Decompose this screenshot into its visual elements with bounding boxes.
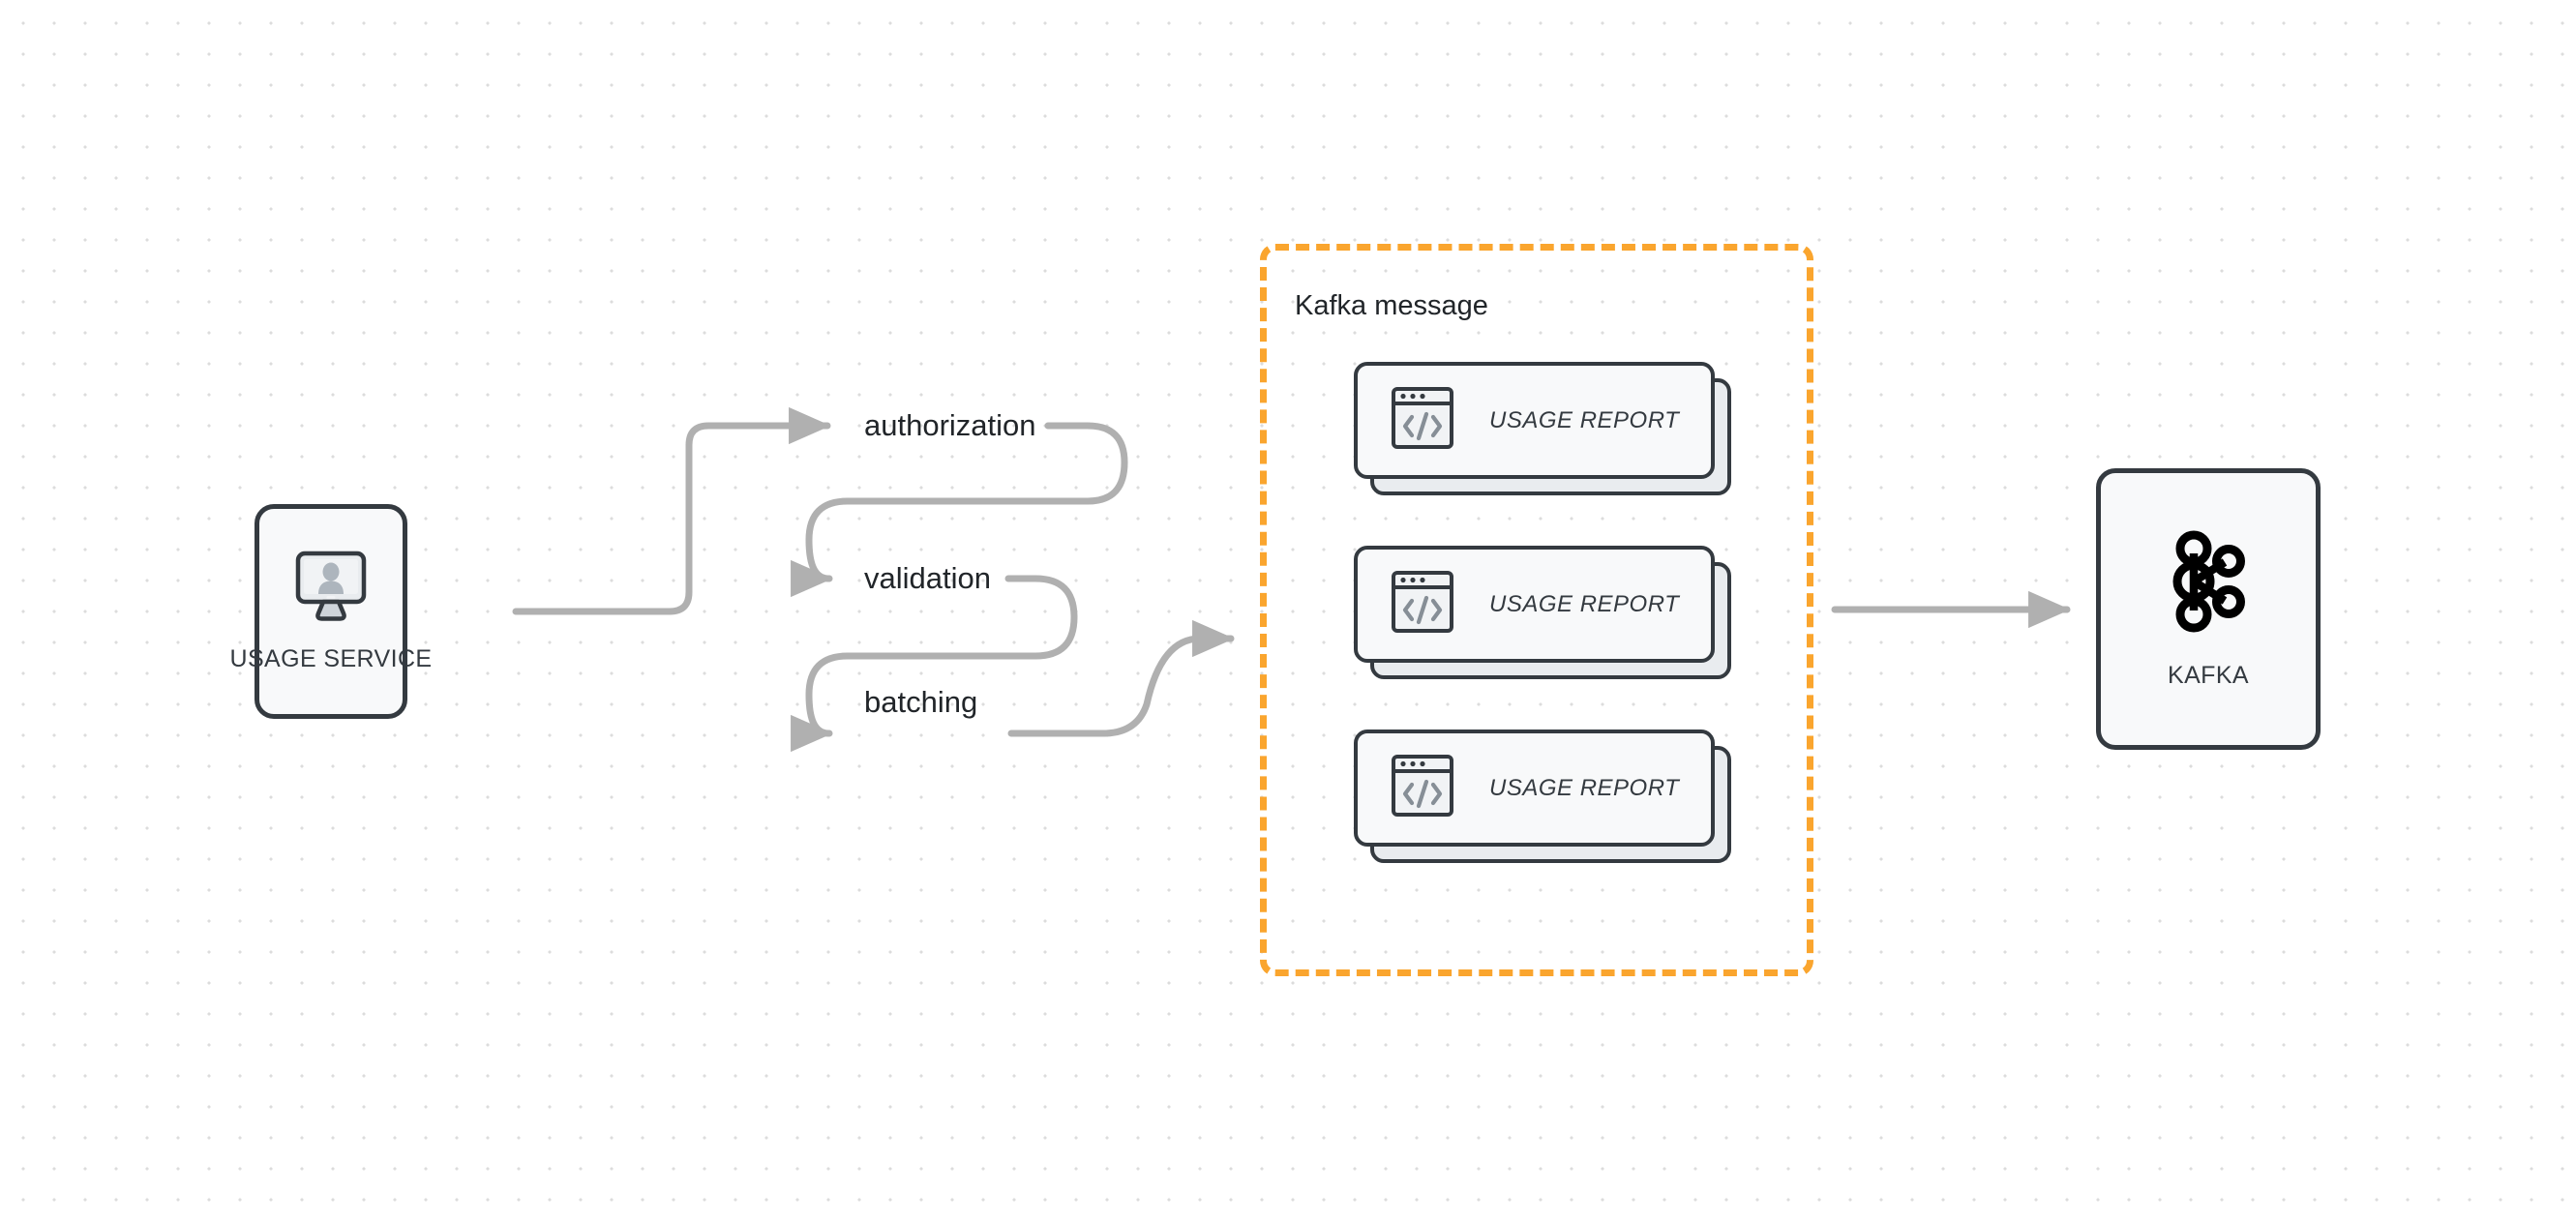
- usage-report-label: USAGE REPORT: [1489, 590, 1680, 617]
- node-usage-service-label: USAGE SERVICE: [229, 645, 433, 672]
- code-window-icon: [1391, 754, 1454, 822]
- group-kafka-message-title: Kafka message: [1295, 290, 1488, 321]
- usage-report-card[interactable]: USAGE REPORT: [1354, 730, 1731, 863]
- card-front: USAGE REPORT: [1354, 362, 1715, 479]
- step-label-batching[interactable]: batching: [864, 685, 978, 719]
- step-label-authorization[interactable]: authorization: [864, 408, 1036, 442]
- usage-report-label: USAGE REPORT: [1489, 406, 1680, 433]
- node-kafka-label: KAFKA: [2168, 661, 2249, 689]
- usage-report-label: USAGE REPORT: [1489, 774, 1680, 801]
- usage-report-card[interactable]: USAGE REPORT: [1354, 546, 1731, 679]
- card-front: USAGE REPORT: [1354, 730, 1715, 847]
- card-front: USAGE REPORT: [1354, 546, 1715, 663]
- kafka-logo-icon: [2169, 529, 2248, 639]
- group-kafka-message[interactable]: [1260, 244, 1813, 976]
- usage-report-card[interactable]: USAGE REPORT: [1354, 362, 1731, 495]
- node-usage-service[interactable]: USAGE SERVICE: [230, 504, 432, 719]
- monitor-user-icon: [293, 550, 369, 626]
- node-kafka[interactable]: KAFKA: [2096, 468, 2321, 750]
- code-window-icon: [1391, 570, 1454, 639]
- step-label-validation[interactable]: validation: [864, 561, 991, 595]
- code-window-icon: [1391, 386, 1454, 455]
